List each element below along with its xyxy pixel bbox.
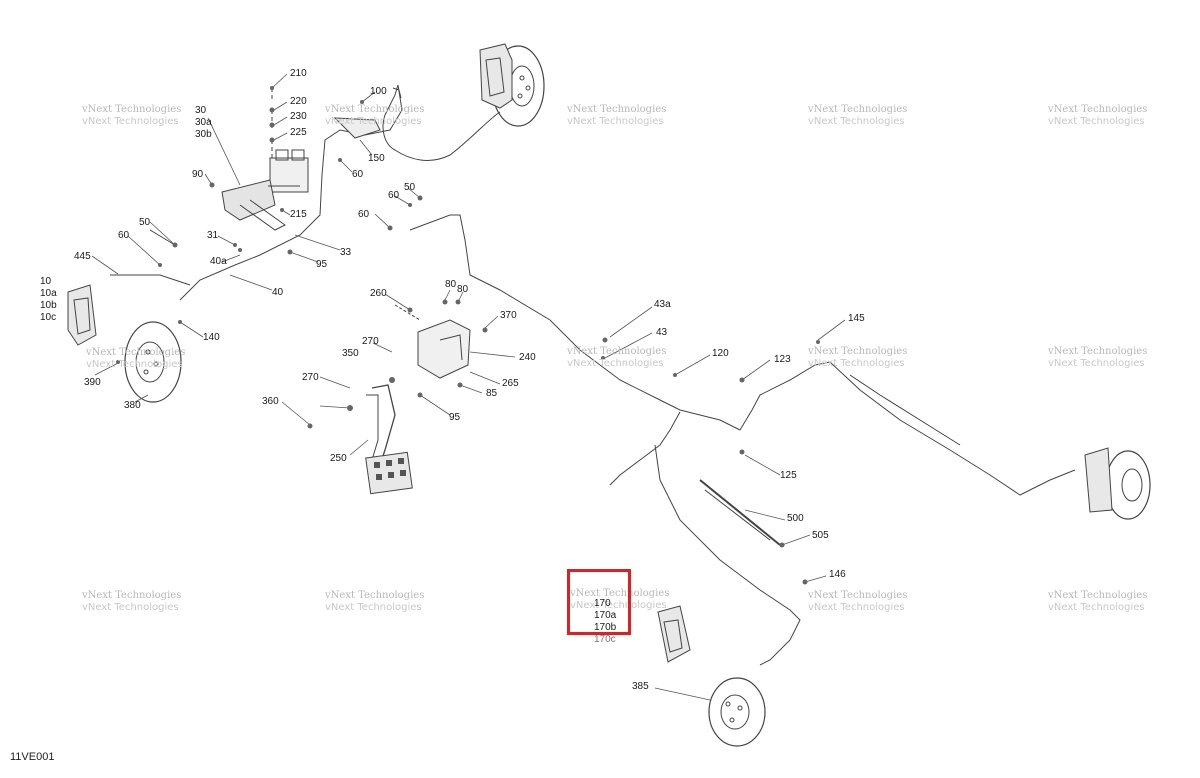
callout-210[interactable]: 210 <box>290 68 307 79</box>
pedal-bracket <box>417 319 471 379</box>
callout-10c[interactable]: 10c <box>40 312 57 323</box>
rear-left-caliper <box>657 605 691 663</box>
callout-215[interactable]: 215 <box>290 209 307 220</box>
callout-170[interactable]: 170 <box>594 598 611 609</box>
callout-370[interactable]: 370 <box>500 310 517 321</box>
highlight-box <box>567 569 631 635</box>
callout-31[interactable]: 31 <box>207 230 219 241</box>
callout-60[interactable]: 60 <box>352 169 364 180</box>
callout-120[interactable]: 120 <box>712 348 729 359</box>
callout-170a[interactable]: 170a <box>594 610 617 621</box>
callout-270[interactable]: 270 <box>302 372 319 383</box>
callout-230[interactable]: 230 <box>290 111 307 122</box>
callout-60[interactable]: 60 <box>118 230 130 241</box>
callout-30[interactable]: 30 <box>195 105 207 116</box>
callout-10b[interactable]: 10b <box>40 300 57 311</box>
callout-265[interactable]: 265 <box>502 378 519 389</box>
callout-40[interactable]: 40 <box>272 287 284 298</box>
callout-150[interactable]: 150 <box>368 153 385 164</box>
callout-445[interactable]: 445 <box>74 251 91 262</box>
callout-90[interactable]: 90 <box>192 169 204 180</box>
callout-10a[interactable]: 10a <box>40 288 57 299</box>
callout-260[interactable]: 260 <box>370 288 387 299</box>
callout-385[interactable]: 385 <box>632 681 649 692</box>
callout-30b[interactable]: 30b <box>195 129 212 140</box>
callout-240[interactable]: 240 <box>519 352 536 363</box>
callout-380[interactable]: 380 <box>124 400 141 411</box>
callout-250[interactable]: 250 <box>330 453 347 464</box>
main-brake-line <box>409 214 741 431</box>
callout-170c[interactable]: 170c <box>594 634 616 645</box>
callout-500[interactable]: 500 <box>787 513 804 524</box>
callout-95[interactable]: 95 <box>449 412 461 423</box>
callout-80[interactable]: 80 <box>445 279 457 290</box>
callout-390[interactable]: 390 <box>84 377 101 388</box>
callout-125[interactable]: 125 <box>780 470 797 481</box>
callout-350[interactable]: 350 <box>342 348 359 359</box>
callout-225[interactable]: 225 <box>290 127 307 138</box>
front-right-brake-disc <box>479 43 545 127</box>
front-left-brake-disc <box>67 284 182 403</box>
callout-43a[interactable]: 43a <box>654 299 671 310</box>
callout-10[interactable]: 10 <box>40 276 52 287</box>
drawing-id: 11VE001 <box>10 751 55 763</box>
callout-50[interactable]: 50 <box>139 217 151 228</box>
callout-145[interactable]: 145 <box>848 313 865 324</box>
callout-95[interactable]: 95 <box>316 259 328 270</box>
callout-30a[interactable]: 30a <box>195 117 212 128</box>
callout-123[interactable]: 123 <box>774 354 791 365</box>
callout-40a[interactable]: 40a <box>210 256 227 267</box>
callout-60[interactable]: 60 <box>358 209 370 220</box>
rear-right-brake-disc <box>1084 447 1151 520</box>
callout-85[interactable]: 85 <box>486 388 498 399</box>
callout-170b[interactable]: 170b <box>594 622 617 633</box>
callout-140[interactable]: 140 <box>203 332 220 343</box>
callout-270[interactable]: 270 <box>362 336 379 347</box>
callout-505[interactable]: 505 <box>812 530 829 541</box>
callout-50[interactable]: 50 <box>404 182 416 193</box>
callout-33[interactable]: 33 <box>340 247 352 258</box>
callout-220[interactable]: 220 <box>290 96 307 107</box>
callout-360[interactable]: 360 <box>262 396 279 407</box>
callout-80[interactable]: 80 <box>457 284 469 295</box>
callout-60[interactable]: 60 <box>388 190 400 201</box>
callout-43[interactable]: 43 <box>656 327 668 338</box>
callout-146[interactable]: 146 <box>829 569 846 580</box>
rear-left-brake-disc <box>708 677 766 747</box>
front-brake-line <box>382 84 501 161</box>
brake-pedal <box>365 384 413 495</box>
callout-100[interactable]: 100 <box>370 86 387 97</box>
master-cylinder <box>221 149 309 231</box>
